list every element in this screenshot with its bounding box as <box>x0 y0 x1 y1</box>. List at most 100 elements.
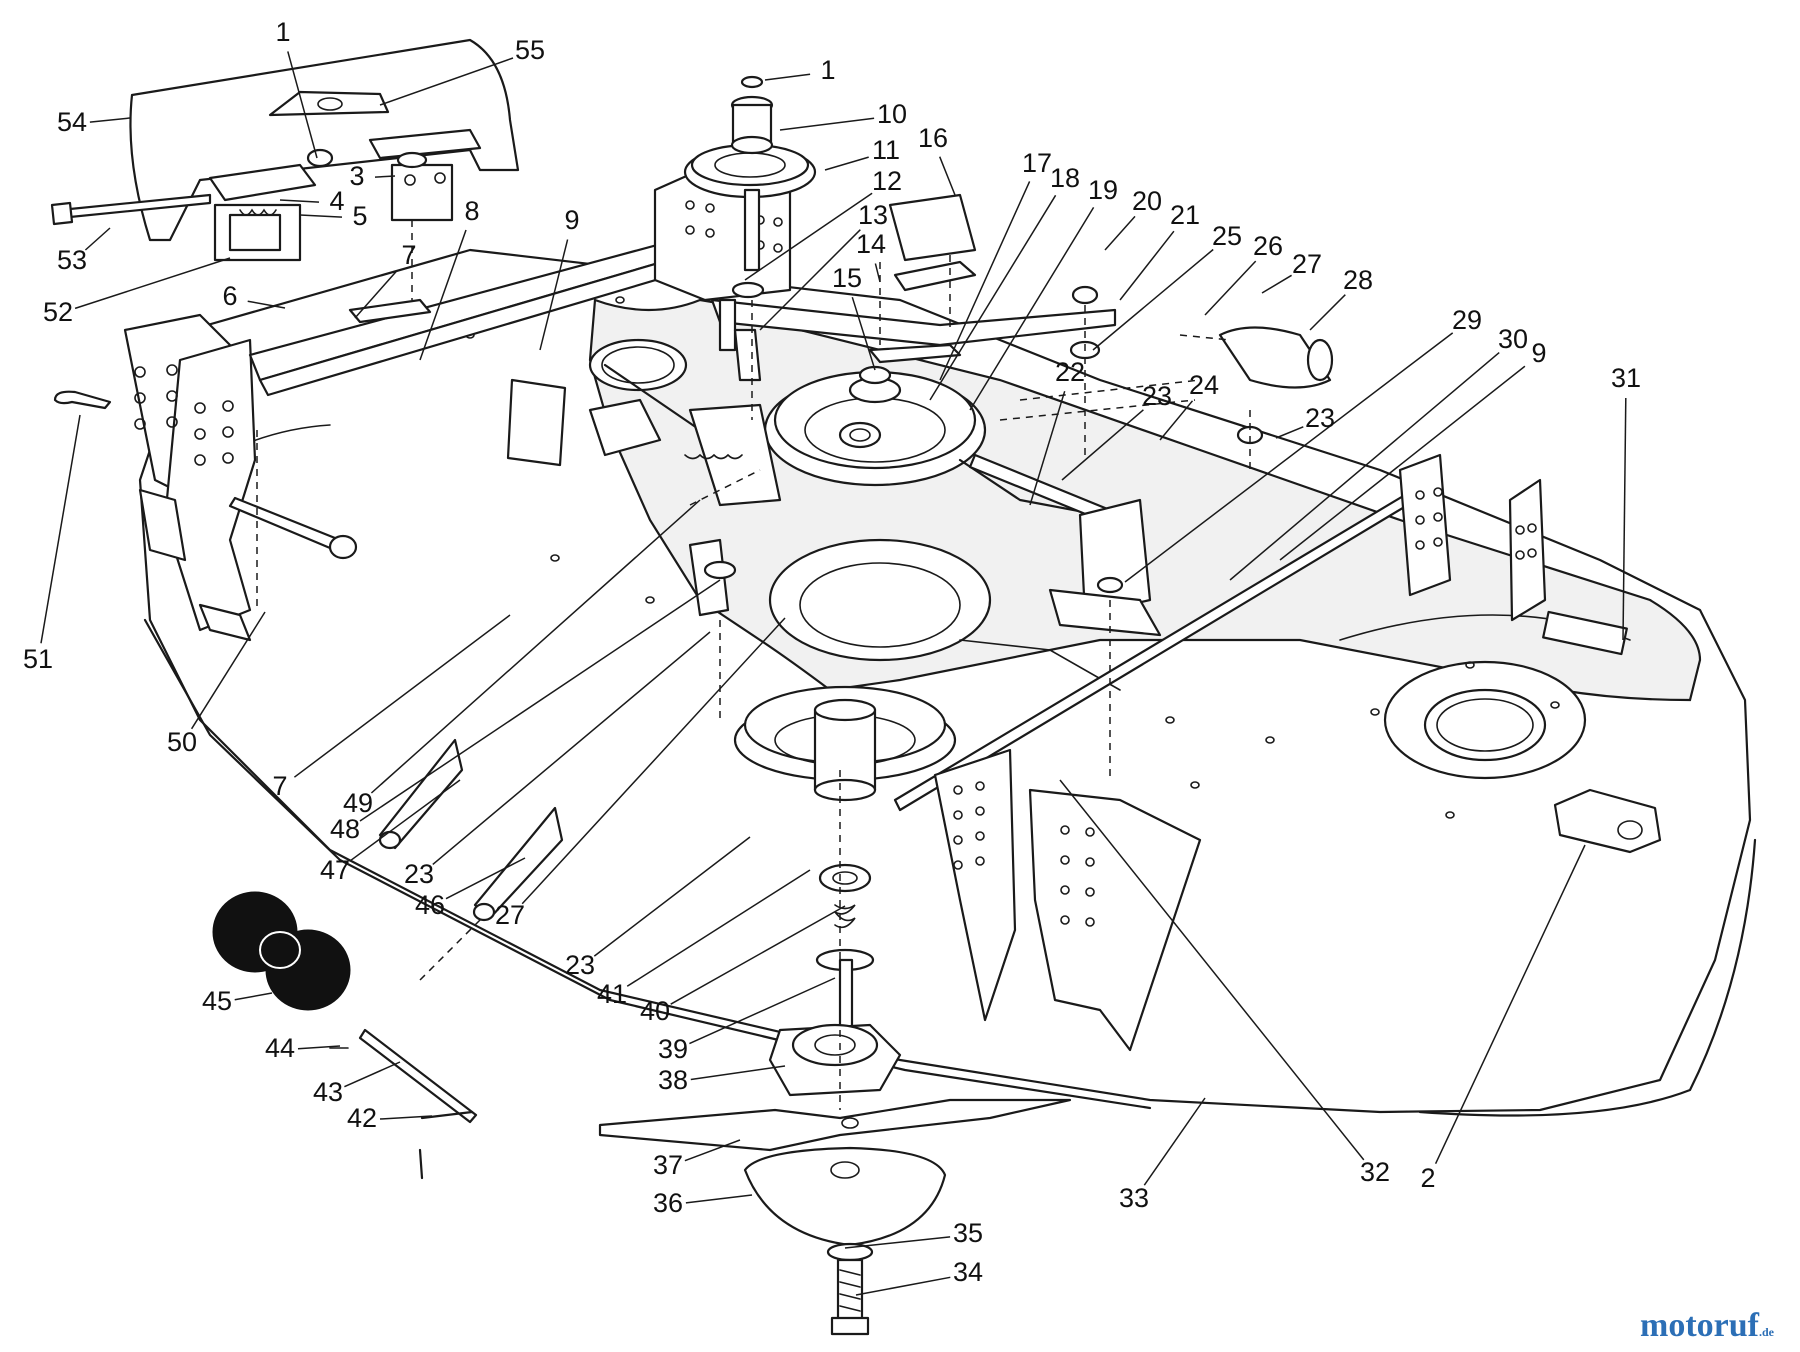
part-label-50: 50 <box>167 727 197 757</box>
leader-line-12 <box>744 192 873 281</box>
leader-line-23 <box>593 836 751 957</box>
part-label-7: 7 <box>401 240 416 270</box>
leader-line-1 <box>287 51 318 159</box>
part-label-2: 2 <box>1420 1163 1435 1193</box>
leader-line-28 <box>1309 294 1346 331</box>
leader-line-20 <box>1104 215 1136 251</box>
part-label-37: 37 <box>653 1150 683 1180</box>
leader-line-38 <box>690 1065 786 1081</box>
part-label-33: 33 <box>1119 1183 1149 1213</box>
part-label-3: 3 <box>349 161 364 191</box>
leader-line-31 <box>1622 397 1627 641</box>
leader-line-54 <box>89 117 131 123</box>
leader-line-27 <box>521 617 786 905</box>
part-label-55: 55 <box>515 35 545 65</box>
idler-pulley-stack <box>653 75 817 302</box>
leader-line-6 <box>247 300 286 309</box>
part-label-17: 17 <box>1022 148 1052 178</box>
drive-pulley <box>763 343 1112 524</box>
part-label-28: 28 <box>1343 265 1373 295</box>
part-label-15: 15 <box>832 263 862 293</box>
leader-line-52 <box>74 257 231 310</box>
leader-line-36 <box>685 1194 753 1204</box>
part-label-29: 29 <box>1452 305 1482 335</box>
part-label-32: 32 <box>1360 1157 1390 1187</box>
leader-line-55 <box>379 57 514 106</box>
leader-line-3 <box>374 175 396 178</box>
part-label-21: 21 <box>1170 200 1200 230</box>
leader-line-27 <box>1261 274 1292 294</box>
right-bracket-assembly <box>893 285 1547 812</box>
part-label-49: 49 <box>343 788 373 818</box>
rear-shield-assembly <box>50 38 520 262</box>
leader-line-46 <box>445 857 526 900</box>
leader-line-14 <box>874 263 881 283</box>
leader-line-39 <box>689 977 836 1045</box>
leader-line-9 <box>1279 365 1526 561</box>
leader-line-8 <box>419 229 467 361</box>
watermark-main: motoruf <box>1640 1307 1760 1344</box>
part-label-22: 22 <box>1055 357 1085 387</box>
leader-line-32 <box>1059 779 1365 1161</box>
part-label-39: 39 <box>658 1034 688 1064</box>
part-label-54: 54 <box>57 107 87 137</box>
part-label-14: 14 <box>856 229 886 259</box>
leader-line-35 <box>844 1236 951 1249</box>
leader-line-26 <box>1204 260 1257 316</box>
leader-line-23 <box>1275 426 1304 439</box>
leader-line-1 <box>764 73 811 81</box>
leader-line-16 <box>939 156 956 196</box>
part-label-11: 11 <box>872 135 900 165</box>
part-label-31: 31 <box>1611 363 1641 393</box>
leader-line-53 <box>84 227 111 251</box>
leader-line-34 <box>855 1276 951 1296</box>
part-label-23: 23 <box>1305 403 1335 433</box>
leader-line-23 <box>1061 409 1144 481</box>
leader-line-37 <box>684 1139 741 1162</box>
leader-line-25 <box>1092 248 1214 351</box>
leader-line-13 <box>759 229 861 331</box>
left-deck-hanger-plates <box>123 313 257 642</box>
part-label-19: 19 <box>1088 175 1118 205</box>
leader-line-45 <box>234 992 273 1001</box>
leader-line-19 <box>969 207 1095 411</box>
part-label-6: 6 <box>222 281 237 311</box>
part-label-47: 47 <box>320 855 350 885</box>
part-label-4: 4 <box>329 186 344 216</box>
leader-line-29 <box>1124 332 1454 583</box>
part-label-40: 40 <box>640 996 670 1026</box>
leader-line-7 <box>354 270 398 319</box>
part-label-20: 20 <box>1132 186 1162 216</box>
part-label-7: 7 <box>272 771 287 801</box>
leader-line-43 <box>344 1061 401 1088</box>
part-label-42: 42 <box>347 1103 377 1133</box>
part-label-27: 27 <box>1292 249 1322 279</box>
part-label-38: 38 <box>658 1065 688 1095</box>
part-label-5: 5 <box>352 201 367 231</box>
part-label-45: 45 <box>202 986 232 1016</box>
watermark-text: motoruf.de <box>1640 1307 1775 1344</box>
part-label-23: 23 <box>404 859 434 889</box>
leader-line-41 <box>626 869 811 987</box>
part-label-23: 23 <box>1142 381 1172 411</box>
assembly-lines <box>256 220 1251 1110</box>
leader-line-5 <box>299 214 343 218</box>
part-label-18: 18 <box>1050 163 1080 193</box>
part-label-52: 52 <box>43 297 73 327</box>
leader-line-48 <box>359 579 721 822</box>
part-label-51: 51 <box>23 644 53 674</box>
part-label-1: 1 <box>820 55 835 85</box>
part-label-53: 53 <box>57 245 87 275</box>
part-label-26: 26 <box>1253 231 1283 261</box>
front-baffles <box>933 748 1202 1052</box>
leader-line-4 <box>279 199 320 203</box>
leader-line-7 <box>293 614 511 778</box>
leader-line-11 <box>824 156 869 171</box>
part-label-9: 9 <box>564 205 579 235</box>
part-label-1: 1 <box>275 17 290 47</box>
leader-line-44 <box>297 1045 341 1050</box>
leader-line-42 <box>379 1115 433 1120</box>
part-label-30: 30 <box>1498 324 1528 354</box>
part-label-27: 27 <box>495 900 525 930</box>
